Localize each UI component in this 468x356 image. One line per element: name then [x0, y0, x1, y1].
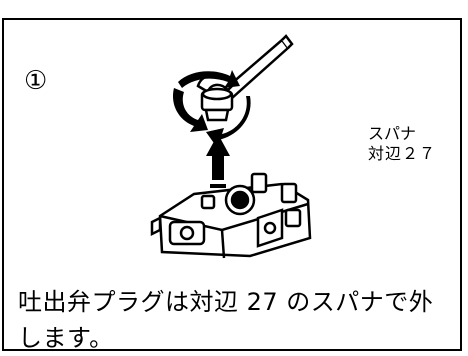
- spanner-size-label: 対辺２７: [368, 144, 437, 163]
- caption-line-2: します。: [18, 324, 114, 352]
- caption-line-1: 吐出弁プラグは対辺 27 のスパナで外: [18, 288, 434, 316]
- plug-bolt-icon: [200, 87, 234, 122]
- pump-body-icon: [150, 172, 312, 259]
- pump-plug-removal-illustration: [150, 34, 312, 259]
- rotation-arrows-icon: [172, 70, 251, 146]
- spanner-label: スパナ: [368, 124, 417, 143]
- instruction-caption: 吐出弁プラグは対辺 27 のスパナで外 します。: [18, 284, 454, 356]
- up-arrow-icon: [206, 134, 230, 196]
- step-number: ①: [24, 66, 48, 96]
- instruction-panel: ①: [2, 18, 462, 352]
